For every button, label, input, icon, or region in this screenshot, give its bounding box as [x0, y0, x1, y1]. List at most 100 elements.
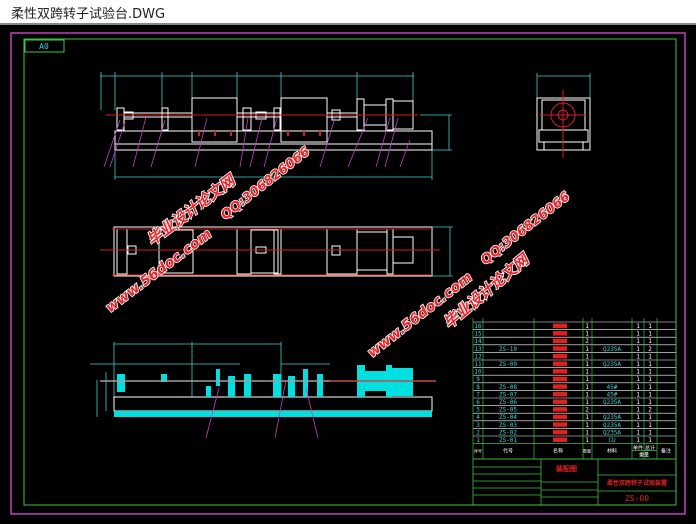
- table-cell-total: 1: [648, 361, 652, 368]
- table-header-material: 材料: [607, 448, 617, 455]
- table-cell-code: ZS-06: [499, 399, 517, 406]
- table-cell-code: ZS-03: [499, 422, 517, 429]
- table-cell-code: ZS-10: [499, 346, 517, 353]
- table-cell-qty: 1: [585, 414, 589, 421]
- table-cell-unit: 1: [636, 361, 640, 368]
- table-cell-unit: 1: [636, 422, 640, 429]
- part-name-text: [553, 437, 567, 442]
- title-bar: 柔性双跨转子试验台.DWG: [0, 0, 696, 25]
- part-name-text: [553, 353, 567, 359]
- table-cell-no: 4: [476, 414, 480, 421]
- table-header-total: 总计: [645, 445, 655, 452]
- sheet-size-box: [24, 39, 65, 53]
- table-cell-no: 12: [474, 353, 482, 360]
- table-cell-total: 1: [648, 338, 652, 345]
- table-cell-no: 2: [476, 429, 480, 436]
- table-cell-total: 1: [648, 384, 652, 391]
- table-cell-qty: 2: [585, 407, 589, 414]
- drawing-number: ZS-00: [625, 494, 649, 503]
- table-cell-no: 10: [474, 369, 482, 376]
- table-cell-no: 14: [474, 338, 482, 345]
- table-cell-material: 45#: [607, 391, 618, 398]
- table-cell-qty: 1: [585, 391, 589, 398]
- inner-frame: [23, 38, 677, 506]
- table-cell-total: 2: [648, 407, 652, 414]
- table-cell-code: ZS-05: [499, 407, 517, 414]
- outer-frame: [10, 32, 686, 515]
- table-cell-unit: 1: [636, 429, 640, 436]
- table-cell-total: 1: [648, 391, 652, 398]
- table-cell-unit: 1: [636, 414, 640, 421]
- table-cell-no: 11: [474, 361, 482, 368]
- table-cell-material: Q235A: [603, 422, 621, 429]
- table-cell-qty: 1: [585, 376, 589, 383]
- part-name-text: [553, 369, 567, 374]
- table-cell-code: ZS-01: [499, 437, 517, 444]
- table-cell-code: ZS-07: [499, 391, 517, 398]
- table-header-code: 代号: [503, 448, 513, 455]
- table-header-unit: 单件: [633, 445, 643, 452]
- part-name-text: [553, 346, 567, 351]
- part-name-text: [553, 376, 567, 382]
- part-name-text: [553, 391, 567, 397]
- part-name-text: [553, 331, 567, 336]
- plan-view: [100, 226, 453, 277]
- side-view: [536, 73, 591, 158]
- table-cell-material: Q235A: [603, 429, 621, 436]
- table-cell-material: Q235A: [603, 346, 621, 353]
- table-cell-code: ZS-09: [499, 361, 517, 368]
- table-cell-no: 1: [476, 437, 480, 444]
- table-cell-material: Q235A: [603, 361, 621, 368]
- window-title: 柔性双跨转子试验台.DWG: [11, 7, 166, 22]
- part-name-text: [553, 361, 567, 366]
- part-name-text: [553, 323, 567, 328]
- table-cell-qty: 1: [585, 399, 589, 406]
- part-name-text: [553, 338, 567, 344]
- drawing-title: 柔性双跨转子试验装置: [606, 479, 667, 487]
- part-name-text: [553, 422, 567, 427]
- table-cell-code: ZS-04: [499, 414, 517, 421]
- table-cell-unit: 1: [636, 323, 640, 330]
- table-cell-qty: 1: [585, 323, 589, 330]
- table-cell-no: 16: [474, 323, 482, 330]
- table-cell-total: 1: [648, 376, 652, 383]
- part-name-text: [553, 399, 567, 404]
- drawing-type: 装配图: [555, 464, 577, 473]
- table-cell-qty: 1: [585, 361, 589, 368]
- part-name-text: [553, 414, 567, 420]
- table-cell-qty: 2: [585, 338, 589, 345]
- table-cell-qty: 1: [585, 331, 589, 338]
- table-cell-material: Q235A: [603, 414, 621, 421]
- table-header-no: 序号: [474, 448, 482, 454]
- table-cell-qty: 1: [585, 384, 589, 391]
- table-cell-total: 1: [648, 353, 652, 360]
- front-leaders: [103, 116, 411, 168]
- table-cell-unit: 1: [636, 338, 640, 345]
- table-cell-no: 7: [476, 391, 480, 398]
- table-cell-no: 9: [476, 376, 480, 383]
- table-cell-unit: 1: [636, 376, 640, 383]
- table-cell-total: 1: [648, 414, 652, 421]
- table-cell-unit: 1: [636, 346, 640, 353]
- table-cell-total: 1: [648, 399, 652, 406]
- table-cell-material: 45#: [607, 384, 618, 391]
- table-cell-total: 1: [648, 323, 652, 330]
- table-header-weight: 重量: [639, 452, 649, 459]
- table-cell-unit: 1: [636, 384, 640, 391]
- table-cell-qty: 1: [585, 346, 589, 353]
- table-cell-total: 1: [648, 369, 652, 376]
- table-header-qty: 数量: [583, 448, 591, 454]
- table-cell-unit: 1: [636, 407, 640, 414]
- table-cell-qty: 1: [585, 422, 589, 429]
- table-cell-qty: 1: [585, 369, 589, 376]
- front-dimensions: [100, 72, 452, 180]
- table-cell-qty: 1: [585, 429, 589, 436]
- table-cell-no: 5: [476, 407, 480, 414]
- table-cell-total: 2: [648, 346, 652, 353]
- table-cell-unit: 1: [636, 353, 640, 360]
- section-view: [90, 342, 436, 439]
- table-header-name: 名称: [553, 448, 563, 455]
- table-cell-unit: 1: [636, 331, 640, 338]
